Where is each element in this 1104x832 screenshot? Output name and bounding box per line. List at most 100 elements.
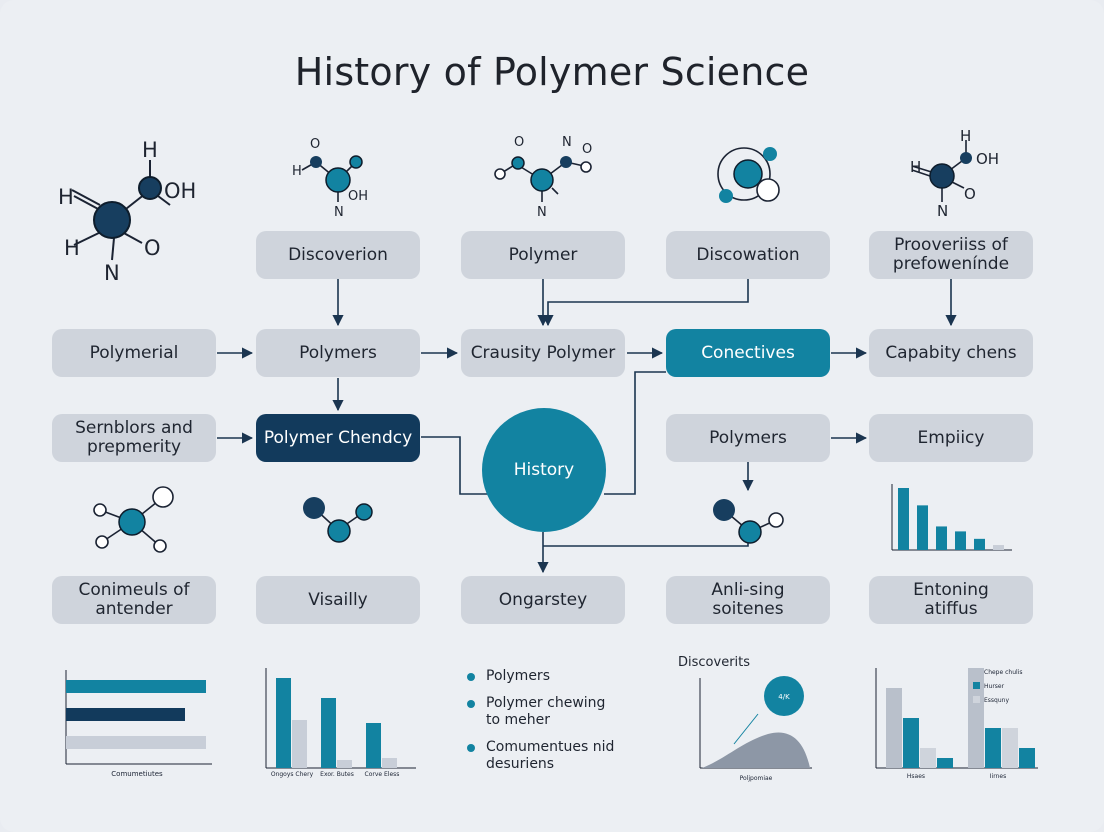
node-label-line1: Sernblors and: [75, 418, 193, 438]
bar: [993, 545, 1004, 550]
arrow-discowation-crausity: [542, 279, 749, 327]
bar: [903, 718, 919, 768]
hub-label: History: [513, 460, 575, 480]
node-polymers-right: Polymers: [666, 414, 830, 462]
legend-label: Polymers: [486, 668, 550, 684]
node-label: Polymers: [299, 342, 377, 363]
atom-label: H: [64, 236, 80, 260]
trend-arrow: [733, 713, 759, 745]
molecule-icon-6: [93, 486, 174, 553]
atom-label: O: [582, 142, 592, 157]
node-label: Ongarstey: [498, 589, 588, 610]
node-prooveriiss: Prooveriiss of prefowenínde: [869, 231, 1033, 279]
node-anli-sing: Anli-sing soitenes: [666, 576, 830, 624]
node-conectives: Conectives: [666, 329, 830, 377]
legend-label: Hurser: [984, 683, 1005, 690]
node-label: Visailly: [308, 589, 368, 610]
bar: [382, 758, 397, 768]
node-discoverion: Discoverion: [256, 231, 420, 279]
node-label-line1: Conimeuls of: [78, 580, 190, 600]
horizontal-bar-chart: Comumetiutes: [65, 670, 212, 778]
legend-label-line2: to meher: [486, 712, 550, 728]
molecule-icon-7: [303, 497, 373, 543]
mini-bar-chart: [891, 484, 1012, 551]
node-label-line2: prefowenínde: [892, 254, 1010, 274]
page-title: History of Polymer Science: [294, 50, 810, 94]
x-tick-label: Iirnes: [990, 773, 1006, 780]
bar: [66, 736, 206, 749]
legend-label-line2: desuriens: [486, 756, 555, 772]
area-series: [702, 732, 810, 768]
bar: [321, 698, 336, 768]
bar: [955, 531, 966, 550]
x-tick-label: Exor. Butes: [320, 771, 354, 778]
node-label: Polymer: [508, 244, 578, 265]
node-discowation: Discowation: [666, 231, 830, 279]
legend-swatch: [973, 682, 980, 689]
molecule-icon-3: O N O N: [494, 135, 592, 220]
bar: [936, 526, 947, 550]
node-label-line2: antender: [95, 599, 173, 619]
atom-label: OH: [976, 150, 999, 168]
node-label-line2: soitenes: [712, 599, 784, 619]
bar: [276, 678, 291, 768]
atom-label: O: [964, 185, 976, 203]
line-history-conectives: [604, 371, 666, 495]
bar: [985, 728, 1001, 768]
node-polymerial: Polymerial: [52, 329, 216, 377]
node-label: Capabity chens: [885, 342, 1017, 363]
legend-item: Polymers: [466, 668, 636, 685]
node-label-line1: Entoning: [913, 580, 989, 600]
node-polymers-mid: Polymers: [256, 329, 420, 377]
legend-swatch: [973, 696, 980, 703]
node-label: Polymers: [709, 427, 787, 448]
atom-label: H: [960, 127, 971, 145]
bullet-icon: [467, 700, 475, 708]
legend-label: Essquny: [984, 697, 1009, 704]
atom-label: H: [58, 185, 74, 209]
node-label: Polymerial: [89, 342, 179, 363]
node-label-line1: Prooveriiss of: [894, 235, 1008, 255]
atom-label: N: [562, 135, 572, 150]
atom-label: N: [937, 202, 948, 220]
bar: [917, 505, 928, 550]
node-label-line2: atiffus: [924, 599, 978, 619]
line-chendcy-history: [421, 436, 488, 495]
molecule-icon-4: [717, 147, 780, 203]
legend-label: Polymer chewing: [486, 695, 606, 711]
bar: [898, 488, 909, 550]
bar: [974, 538, 985, 550]
bar: [66, 680, 206, 693]
atom-label: H: [142, 138, 158, 162]
annotation-label: 4/K: [778, 693, 790, 701]
node-crausity-polymer: Crausity Polymer: [461, 329, 625, 377]
node-label: Empiicy: [917, 427, 985, 448]
node-polymer-chendcy: Polymer Chendcy: [256, 414, 420, 462]
node-label: Polymer Chendcy: [263, 427, 413, 448]
atom-label: N: [537, 205, 547, 220]
bar: [1002, 728, 1018, 768]
node-label: Conectives: [701, 342, 795, 363]
node-entoning: Entoning atiffus: [869, 576, 1033, 624]
legend-swatch: [973, 668, 980, 675]
bar: [66, 708, 185, 721]
legend-label: Chepe chulis: [984, 669, 1022, 676]
node-capability: Capabity chens: [869, 329, 1033, 377]
atom-label: H: [910, 158, 921, 176]
atom-label: OH: [348, 189, 368, 204]
node-label: Discowation: [696, 244, 800, 265]
node-empiicy: Empiicy: [869, 414, 1033, 462]
atom-label: N: [104, 261, 120, 285]
bar: [1019, 748, 1035, 768]
node-conimeuls: Conimeuls of antender: [52, 576, 216, 624]
annotation-bubble: [764, 676, 804, 716]
molecule-icon-1: H OH H H O N: [58, 138, 196, 285]
bar: [366, 723, 381, 768]
molecule-icon-2: O H OH N: [292, 137, 368, 220]
x-tick-label: Ongoys Chery: [271, 771, 314, 778]
bar: [337, 760, 352, 768]
